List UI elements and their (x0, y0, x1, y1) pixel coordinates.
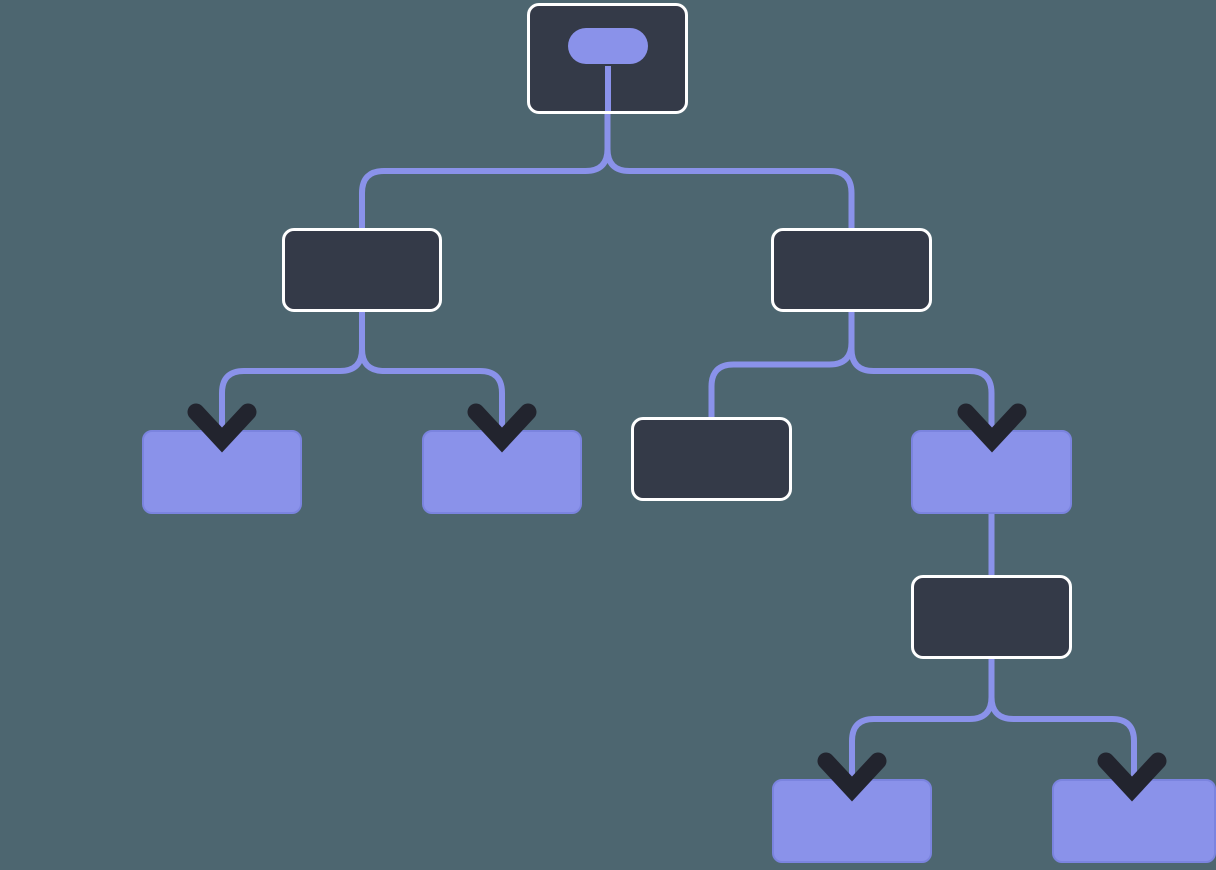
node-level5-leaf-2[interactable] (1052, 779, 1216, 863)
node-level3-leaf-3[interactable] (911, 430, 1072, 514)
node-root[interactable] (527, 3, 688, 114)
node-level4-dark[interactable] (911, 575, 1072, 659)
node-source-handle-stem (604, 66, 611, 111)
node-level3-leaf-2[interactable] (422, 430, 582, 514)
node-level3-dark[interactable] (631, 417, 792, 501)
node-level5-leaf-1[interactable] (772, 779, 932, 863)
node-level3-leaf-1[interactable] (142, 430, 302, 514)
node-source-handle-pill[interactable] (567, 27, 648, 64)
node-level2-right[interactable] (771, 228, 932, 312)
node-level2-left[interactable] (282, 228, 442, 312)
